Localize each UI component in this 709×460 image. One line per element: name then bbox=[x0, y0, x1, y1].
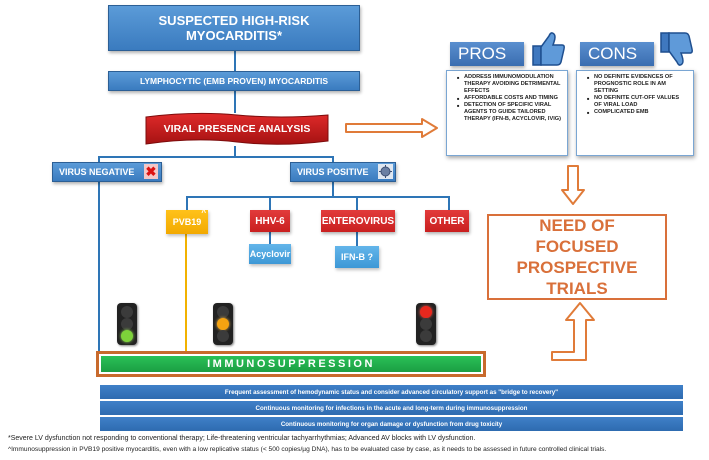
traffic-light-icon bbox=[416, 303, 436, 345]
down-arrow-icon bbox=[561, 165, 585, 205]
pvb19-box: PVB19 ^ bbox=[166, 208, 208, 234]
pros-item: DETECTION OF SPECIFIC VIRAL AGENTS TO GU… bbox=[457, 102, 561, 123]
pvb19-caret: ^ bbox=[201, 208, 206, 217]
virus-negative-label: VIRUS NEGATIVE bbox=[59, 167, 135, 177]
up-arrow-icon bbox=[551, 302, 595, 361]
hhv6-box: HHV-6 bbox=[250, 210, 290, 232]
footnote-caret: ^Immunosuppression in PVB19 positive myo… bbox=[8, 446, 607, 453]
lymphocytic-myocarditis-box: LYMPHOCYTIC (EMB PROVEN) MYOCARDITIS bbox=[108, 71, 360, 91]
suspected-myocarditis-label: SUSPECTED HIGH-RISK MYOCARDITIS* bbox=[158, 13, 310, 43]
monitoring-text: Continuous monitoring for infections in … bbox=[255, 404, 528, 412]
acyclovir-label: Acyclovir bbox=[249, 249, 291, 259]
cons-item: COMPLICATED EMB bbox=[587, 109, 687, 116]
hhv6-label: HHV-6 bbox=[255, 215, 285, 227]
monitoring-text: Frequent assessment of hemodynamic statu… bbox=[224, 388, 559, 396]
pros-title: PROS bbox=[450, 42, 524, 66]
monitoring-row: Continuous monitoring for infections in … bbox=[100, 401, 683, 415]
connector-line bbox=[98, 156, 334, 158]
immunosuppression-label: IMMUNOSUPPRESSION bbox=[101, 356, 481, 372]
virus-negative-box: VIRUS NEGATIVE bbox=[52, 162, 162, 182]
need-trials-label: NEED OF FOCUSED PROSPECTIVE TRIALS bbox=[516, 216, 638, 298]
viral-analysis-banner bbox=[145, 112, 329, 145]
connector-line bbox=[186, 196, 450, 198]
connector-line bbox=[332, 180, 334, 196]
connector-line bbox=[269, 196, 271, 210]
cons-list: NO DEFINITE EVIDENCES OF PROGNOSTIC ROLE… bbox=[577, 71, 693, 116]
other-box: OTHER bbox=[425, 210, 469, 232]
ifn-label: IFN-B ? bbox=[341, 252, 373, 262]
need-trials-box: NEED OF FOCUSED PROSPECTIVE TRIALS bbox=[487, 214, 667, 300]
virus-icon bbox=[378, 164, 393, 179]
pros-list: ADDRESS IMMUNOMODULATION THERAPY AVOIDIN… bbox=[447, 71, 567, 123]
traffic-light-icon bbox=[117, 303, 137, 345]
connector-line bbox=[356, 196, 358, 210]
connector-line bbox=[234, 91, 236, 113]
connector-line bbox=[98, 182, 100, 352]
ifn-box: IFN-B ? bbox=[335, 246, 379, 268]
suspected-myocarditis-box: SUSPECTED HIGH-RISK MYOCARDITIS* bbox=[108, 5, 360, 51]
connector-line bbox=[448, 196, 450, 210]
virus-positive-box: VIRUS POSITIVE bbox=[290, 162, 396, 182]
connector-line bbox=[269, 232, 271, 244]
connector-line bbox=[234, 146, 236, 156]
lymphocytic-myocarditis-label: LYMPHOCYTIC (EMB PROVEN) MYOCARDITIS bbox=[139, 76, 329, 86]
connector-line bbox=[356, 232, 358, 246]
pvb19-label: PVB19 bbox=[172, 217, 202, 227]
viral-analysis-label: VIRAL PRESENCE ANALYSIS bbox=[163, 123, 311, 135]
thumbs-down-icon bbox=[660, 32, 693, 66]
other-label: OTHER bbox=[429, 215, 465, 227]
monitoring-row: Continuous monitoring for organ damage o… bbox=[100, 417, 683, 431]
acyclovir-box: Acyclovir bbox=[249, 244, 291, 264]
cons-title: CONS bbox=[580, 42, 654, 66]
monitoring-text: Continuous monitoring for organ damage o… bbox=[280, 420, 503, 428]
cons-item: NO DEFINITE EVIDENCES OF PROGNOSTIC ROLE… bbox=[587, 74, 687, 95]
connector-line bbox=[186, 196, 188, 210]
virus-positive-label: VIRUS POSITIVE bbox=[297, 167, 369, 177]
pros-item: AFFORDABLE COSTS AND TIMING bbox=[457, 95, 561, 102]
enterovirus-label: ENTEROVIRUS bbox=[321, 215, 395, 227]
enterovirus-box: ENTEROVIRUS bbox=[321, 210, 395, 232]
pvb19-connector-line bbox=[185, 234, 187, 352]
footnote-star: *Severe LV dysfunction not responding to… bbox=[8, 435, 476, 442]
monitoring-row: Frequent assessment of hemodynamic statu… bbox=[100, 385, 683, 399]
connector-line bbox=[234, 50, 236, 72]
pros-item: ADDRESS IMMUNOMODULATION THERAPY AVOIDIN… bbox=[457, 74, 561, 95]
x-mark-icon: ✖ bbox=[144, 164, 158, 179]
thumbs-up-icon bbox=[532, 32, 565, 66]
right-arrow-icon bbox=[345, 118, 438, 138]
cons-item: NO DEFINITE CUT-OFF VALUES OF VIRAL LOAD bbox=[587, 95, 687, 109]
traffic-light-icon bbox=[213, 303, 233, 345]
pros-panel: ADDRESS IMMUNOMODULATION THERAPY AVOIDIN… bbox=[446, 70, 568, 156]
cons-panel: NO DEFINITE EVIDENCES OF PROGNOSTIC ROLE… bbox=[576, 70, 694, 156]
